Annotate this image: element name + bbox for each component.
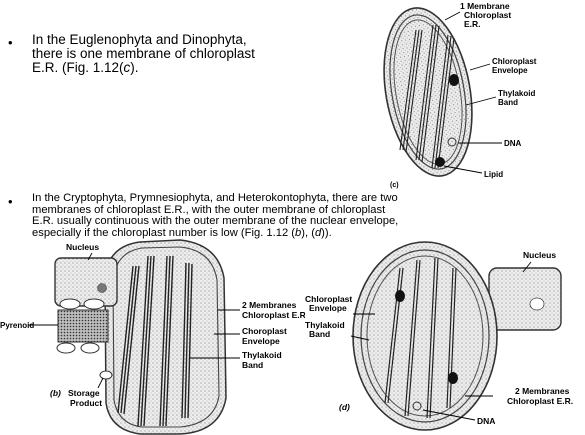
bullet-1-line-2: there is one membrane of chloroplast bbox=[32, 47, 332, 61]
label-2membranes-a-d: 2 Membranes bbox=[515, 386, 570, 396]
bullet-2-text: In the Cryptophyta, Prymnesiophyta, and … bbox=[32, 193, 582, 239]
lipid-globule-d2 bbox=[448, 372, 458, 384]
bullet-1-line-3: E.R. (Fig. 1.12(c). bbox=[32, 61, 332, 75]
label-envelope-b-c: Envelope bbox=[492, 66, 528, 75]
pyrenoid-b bbox=[57, 299, 108, 353]
label-thylakoid-a-b: Thylakoid bbox=[242, 350, 282, 360]
figure-b: Nucleus Pyrenoid (b) Storage Product 2 M… bbox=[0, 238, 305, 435]
panel-label-b: (b) bbox=[50, 388, 61, 398]
label-thylakoid-b-b: Band bbox=[242, 360, 263, 370]
label-2membranes-b-d: Chloroplast E.R. bbox=[507, 396, 573, 406]
label-dna-d: DNA bbox=[477, 416, 495, 426]
cell-b bbox=[105, 240, 226, 434]
bullet-1-text: In the Euglenophyta and Dinophyta, there… bbox=[32, 33, 332, 75]
nucleus-b bbox=[55, 258, 117, 306]
nucleus-d bbox=[489, 268, 561, 330]
label-nucleus-d: Nucleus bbox=[523, 250, 556, 260]
bullet-2-line-4-pre: especially if the chloroplast number is … bbox=[32, 227, 295, 239]
label-lipid-c: Lipid bbox=[484, 170, 503, 179]
label-envelope-b-b: Envelope bbox=[242, 336, 280, 346]
bullet-2-line-4-post: )). bbox=[321, 227, 332, 239]
bullet-symbol: • bbox=[8, 194, 13, 209]
label-thylakoid-b-d: Band bbox=[309, 329, 330, 339]
bullet-1-line-3-post: ). bbox=[130, 60, 138, 75]
label-2membranes-b-b: Chloroplast E.R. bbox=[242, 310, 305, 320]
cell-d bbox=[353, 242, 497, 430]
label-envelope-a-b: Choroplast bbox=[242, 326, 287, 336]
label-storage-b-b: Product bbox=[70, 398, 102, 408]
label-envelope-a-c: Chloroplast bbox=[492, 57, 537, 66]
figure-c: 1 Membrane Chloroplast E.R. Chloroplast … bbox=[378, 0, 585, 190]
lipid-globule-c2 bbox=[435, 157, 445, 167]
bullet-2-line-1: In the Cryptophyta, Prymnesiophyta, and … bbox=[32, 193, 582, 205]
label-storage-a-b: Storage bbox=[68, 388, 100, 398]
lipid-globule-c1 bbox=[449, 74, 459, 86]
bullet-symbol: • bbox=[8, 35, 13, 50]
label-thylakoid-a-c: Thylakoid bbox=[498, 89, 535, 98]
lipid-globule-d1 bbox=[395, 290, 405, 302]
label-pyrenoid-b: Pyrenoid bbox=[0, 321, 34, 330]
bullet-1-line-3-pre: E.R. (Fig. 1.12( bbox=[32, 60, 124, 75]
storage-product-b bbox=[100, 371, 112, 379]
label-envelope-b-d: Envelope bbox=[309, 303, 347, 313]
bullet-2-line-4-mid: ), ( bbox=[301, 227, 315, 239]
figure-d: Chloroplast Envelope Thylakoid Band Nucl… bbox=[305, 238, 585, 435]
panel-label-c: (c) bbox=[390, 182, 399, 189]
label-nucleus-b: Nucleus bbox=[66, 242, 99, 252]
label-1membrane-c-c: E.R. bbox=[464, 19, 481, 29]
label-thylakoid-b-c: Band bbox=[498, 98, 518, 107]
bullet-1-line-1: In the Euglenophyta and Dinophyta, bbox=[32, 33, 332, 47]
label-dna-c: DNA bbox=[504, 139, 522, 148]
label-2membranes-a-b: 2 Membranes bbox=[242, 300, 297, 310]
panel-label-d: (d) bbox=[339, 402, 350, 412]
